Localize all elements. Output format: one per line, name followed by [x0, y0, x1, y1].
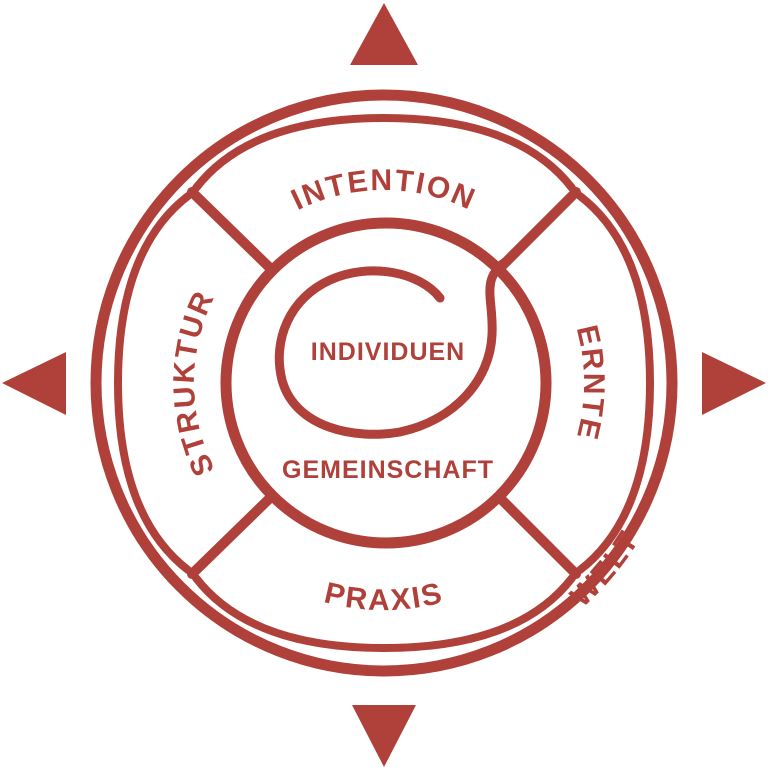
label-intention: INTENTION: [286, 164, 481, 217]
spoke-sw: [187, 493, 275, 579]
segment-border-left: [113, 192, 192, 574]
label-praxis: PRAXIS: [321, 577, 446, 618]
arrow-right-icon: [702, 352, 766, 415]
spoke-se: [495, 493, 581, 579]
segment-border-right: [576, 192, 655, 574]
spiral: [274, 257, 510, 439]
label-individuen: INDIVIDUEN: [311, 338, 465, 366]
label-ernte: ERNTE: [570, 322, 610, 444]
outer-ring: [90, 89, 678, 677]
spoke-ne: [495, 187, 581, 273]
inner-ring: [220, 217, 552, 549]
arrow-up-icon: [350, 3, 418, 65]
label-gemeinschaft: GEMEINSCHAFT: [282, 456, 494, 484]
spoke-nw: [187, 187, 275, 273]
arrow-down-icon: [352, 705, 416, 767]
segment-border-bottom: [192, 574, 576, 653]
segment-border-top: [192, 113, 576, 192]
arrow-left-icon: [2, 352, 66, 415]
label-struktur: STRUKTUR: [168, 285, 222, 481]
